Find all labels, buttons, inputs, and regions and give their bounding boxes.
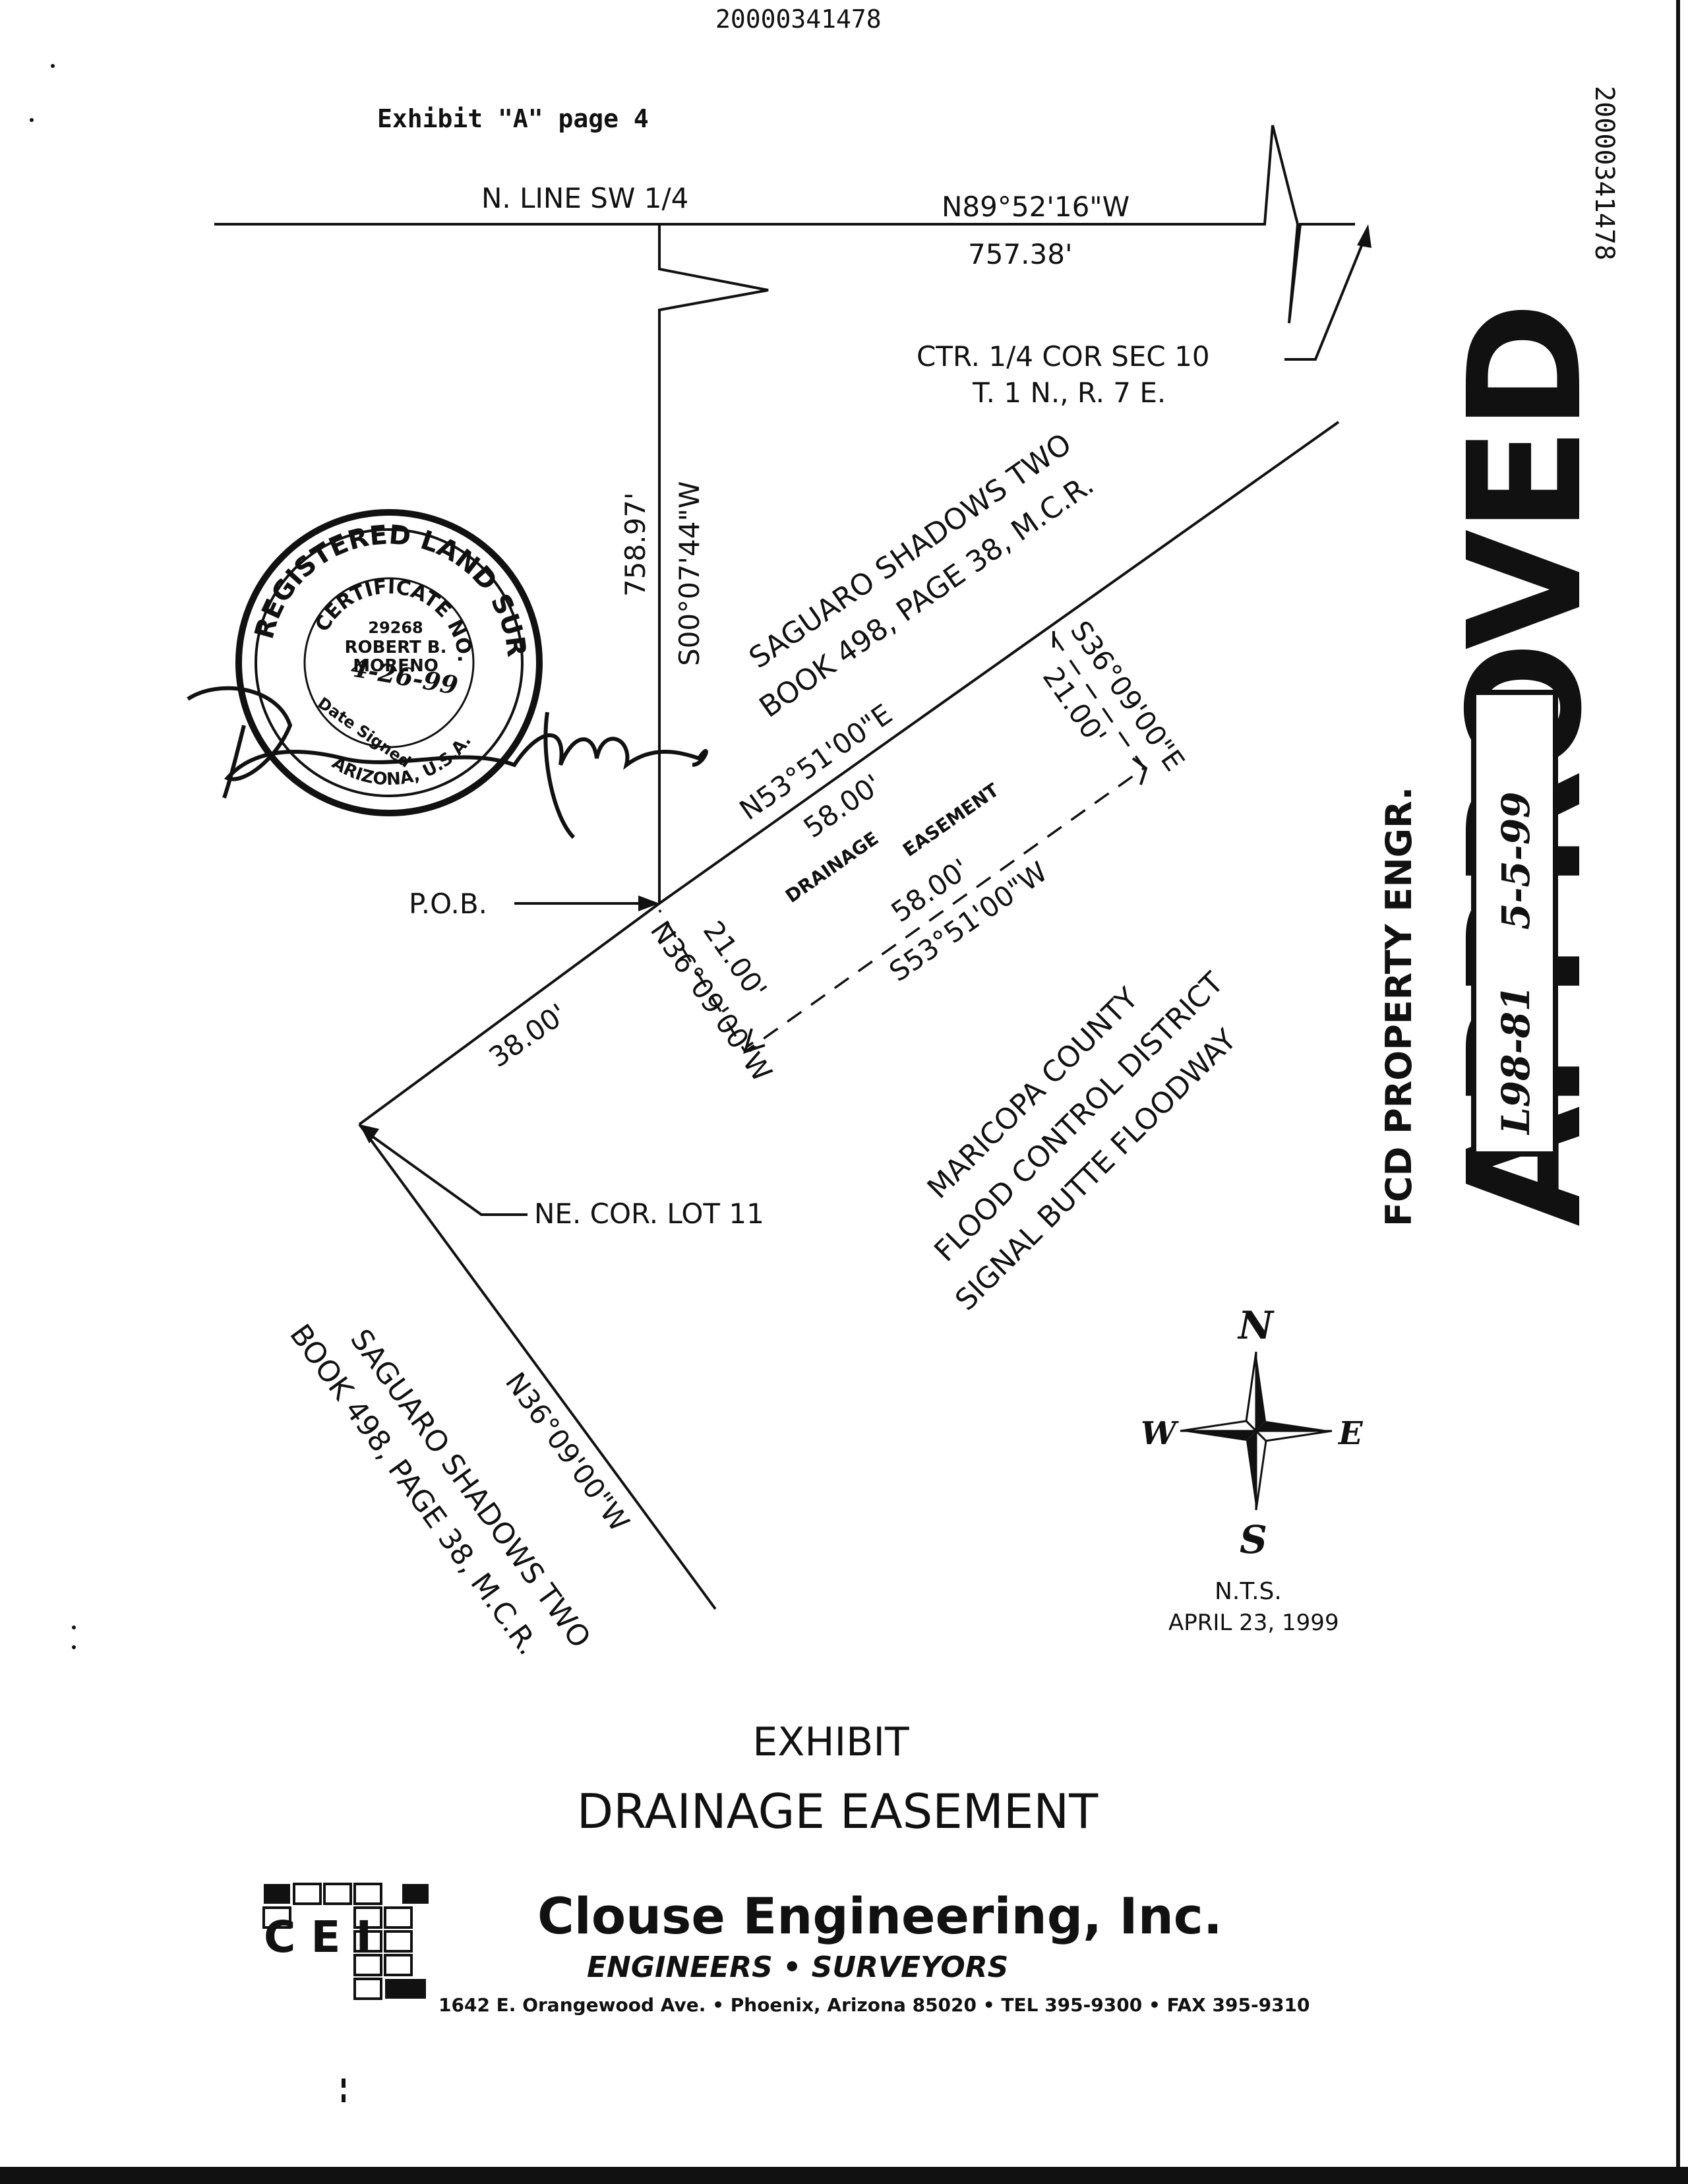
approval-stamp-box <box>1471 690 1558 1157</box>
compass-n-label: N <box>1237 1303 1275 1348</box>
north-arrow: N E S W <box>1141 1303 1364 1562</box>
district-label: MARICOPA COUNTY FLOOD CONTROL DISTRICT S… <box>921 966 1244 1318</box>
compass-east-point <box>1256 1421 1332 1431</box>
subdivision-bottom-line1: SAGUARO SHADOWS TWO <box>344 1323 597 1654</box>
exhibit-title: EXHIBIT <box>752 1719 909 1765</box>
compass-south-point-outline <box>1255 1428 1267 1511</box>
scan-speck <box>342 2094 346 2102</box>
company-logo: C E I <box>262 1883 429 2000</box>
scan-speck <box>342 2078 346 2088</box>
side-stamp-number: 20000341478 <box>1589 86 1619 260</box>
compass-e-label: E <box>1337 1415 1364 1452</box>
approval-stamp: FCD PROPERTY ENGR. APPROVED L98-81 5-5-9… <box>1378 306 1616 1227</box>
easement-label-easement: EASEMENT <box>899 779 1003 861</box>
approval-stamp-header: FCD PROPERTY ENGR. <box>1378 787 1420 1227</box>
seal-inner-ring <box>303 577 475 748</box>
compass-east-point-outline <box>1253 1430 1333 1442</box>
north-line-and-west-line <box>214 223 769 903</box>
seal-number: 29268 <box>368 619 423 637</box>
approval-ref: L98-81 <box>1493 985 1538 1136</box>
document-number: 20000341478 <box>715 5 882 34</box>
scan-speck <box>51 64 55 68</box>
corner-leader-line <box>1284 229 1370 361</box>
scan-speck <box>30 118 34 122</box>
logo-letters: C E I <box>264 1912 372 1962</box>
seal-name-line1: ROBERT B. <box>344 638 446 657</box>
seal-middle-ring <box>255 528 524 797</box>
drawing-date: APRIL 23, 1999 <box>1168 1610 1339 1636</box>
seal-name-line2: MORENO <box>353 656 438 676</box>
corner-label-line1: CTR. 1/4 COR SEC 10 <box>917 340 1210 373</box>
scan-speck <box>72 1645 76 1649</box>
corner-label-line2: T. 1 N., R. 7 E. <box>972 377 1166 409</box>
north-line-bearing: N89°52'16"W <box>942 191 1130 223</box>
lower-line-bearing: N36°09'00"W <box>499 1366 636 1537</box>
sw-segment-distance: 38.00' <box>483 997 573 1074</box>
pob-label: P.O.B. <box>409 888 487 920</box>
compass-south-point <box>1246 1431 1256 1510</box>
lot-corner-label: NE. COR. LOT 11 <box>534 1198 764 1230</box>
seal-ring-text: REGISTERED LAND SURVEYOR <box>0 0 531 659</box>
compass-west-point <box>1180 1431 1256 1441</box>
north-line-east-segment <box>659 125 1355 324</box>
west-line-bearing: S00°07'44"W <box>673 481 706 666</box>
approval-date: 5-5-99 <box>1493 791 1538 930</box>
company-name: Clouse Engineering, Inc. <box>537 1887 1222 1945</box>
company-tagline: ENGINEERS • SURVEYORS <box>587 1951 1008 1984</box>
compass-north-point-outline <box>1245 1351 1257 1434</box>
surveyor-signature-strokes <box>222 712 576 839</box>
corner-leader-arrow <box>1357 224 1372 248</box>
easement-label-drainage: DRAINAGE <box>781 828 882 907</box>
compass-w-label: W <box>1141 1415 1179 1452</box>
compass-s-label: S <box>1240 1517 1267 1562</box>
compass-west-point-outline <box>1180 1420 1259 1432</box>
west-line-distance: 758.97' <box>619 492 651 597</box>
exhibit-subtitle: DRAINAGE EASEMENT <box>577 1784 1099 1839</box>
easement-dashed-boundary <box>658 636 1146 1054</box>
easement-sw-corner <box>743 1028 766 1054</box>
scan-speck <box>72 1625 76 1629</box>
seal-outer-ring <box>235 509 543 816</box>
subdivision-bottom-line2: BOOK 498, PAGE 38, M.C.R. <box>283 1318 545 1661</box>
bottom-page-edge <box>0 2167 1688 2184</box>
compass-north-point <box>1256 1352 1266 1431</box>
scale-note: N.T.S. <box>1215 1578 1282 1605</box>
lower-northwest-line <box>358 1123 717 1610</box>
north-line-label: N. LINE SW 1/4 <box>481 182 688 214</box>
surveyor-signature <box>187 686 708 781</box>
lot-corner-leader-arrow <box>359 1124 379 1143</box>
subdivision-top-line1: SAGUARO SHADOWS TWO <box>743 427 1077 675</box>
company-address: 1642 E. Orangewood Ave. • Phoenix, Arizo… <box>438 1994 1310 2016</box>
district-line2: FLOOD CONTROL DISTRICT <box>928 966 1230 1268</box>
district-line3: SIGNAL BUTTE FLOODWAY <box>949 1023 1243 1317</box>
north-line-distance: 757.38' <box>968 238 1073 270</box>
lot-corner-leader-line <box>368 1133 528 1216</box>
easement-se-corner <box>1131 757 1148 785</box>
pob-leader-arrow <box>638 895 659 911</box>
exhibit-page-label: Exhibit "A" page 4 <box>377 104 649 133</box>
subdivision-bottom-label: SAGUARO SHADOWS TWO BOOK 498, PAGE 38, M… <box>283 1318 597 1661</box>
